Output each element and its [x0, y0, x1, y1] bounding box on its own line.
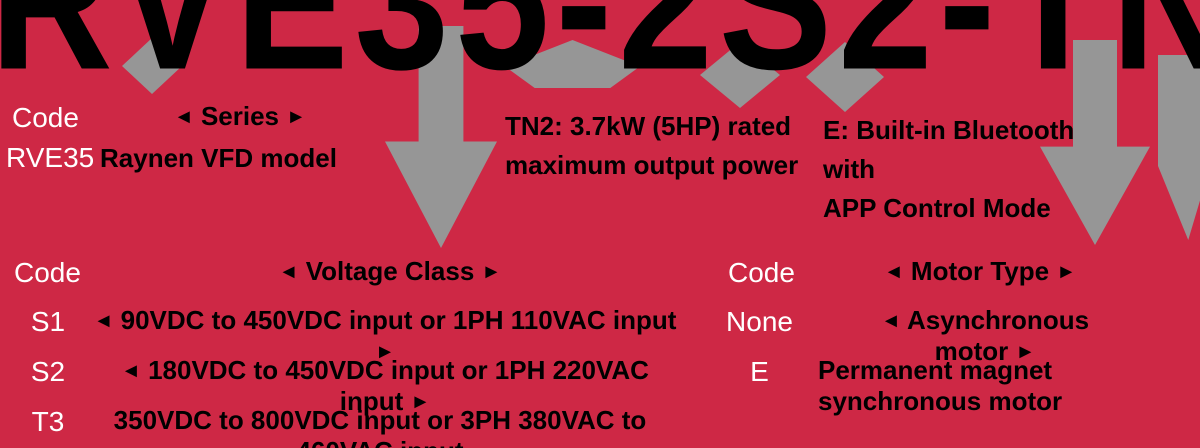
left-arrow-icon: ◄ [883, 261, 904, 283]
control-note-line1: E: Built-in Bluetooth with [823, 115, 1075, 184]
series-label-header: ◄ Series ► [140, 101, 340, 132]
voltage-desc-text: 90VDC to 450VDC input or 1PH 110VAC inpu… [120, 305, 677, 335]
power-note-line2: maximum output power [505, 150, 799, 180]
voltage-row-code: S1 [30, 306, 66, 337]
left-arrow-icon: ◄ [121, 360, 141, 382]
voltage-row-code: T3 [31, 406, 65, 437]
right-arrow-icon: ► [410, 391, 431, 413]
motor-desc-text: Asynchronous motor [907, 305, 1090, 366]
voltage-code-header: Code [14, 257, 81, 288]
right-arrow-icon: ► [375, 341, 395, 363]
motor-code-header: Code [728, 257, 795, 288]
control-note-line2: APP Control Mode [823, 193, 1051, 223]
power-rating-note: TN2: 3.7kW (5HP) rated maximum output po… [505, 107, 815, 185]
left-arrow-icon: ◄ [278, 261, 299, 283]
motor-label-text: Motor Type [910, 256, 1050, 286]
series-label-text: Series [200, 101, 280, 131]
voltage-desc-text: 180VDC to 450VDC input or 1PH 220VAC inp… [148, 355, 649, 416]
voltage-row-desc: ◄ 90VDC to 450VDC input or 1PH 110VAC in… [90, 305, 680, 367]
series-code-header: Code [12, 102, 79, 133]
voltage-row-desc: 350VDC to 800VDC input or 3PH 380VAC to … [113, 405, 647, 448]
control-mode-note: E: Built-in Bluetooth with APP Control M… [823, 111, 1083, 228]
right-arrow-icon: ► [1015, 341, 1036, 363]
voltage-row-desc: ◄ 180VDC to 450VDC input or 1PH 220VAC i… [90, 355, 680, 417]
right-arrow-icon: ► [1056, 261, 1077, 283]
voltage-row-code: S2 [30, 356, 66, 387]
voltage-label-header: ◄ Voltage Class ► [230, 256, 550, 287]
motor-row-code: None [726, 306, 793, 337]
right-arrow-icon: ► [481, 261, 502, 283]
series-row-code: RVE35 [6, 142, 95, 173]
motor-row-code: E [750, 356, 769, 387]
series-row-desc: Raynen VFD model [100, 143, 337, 173]
left-arrow-icon: ◄ [173, 106, 194, 128]
voltage-label-text: Voltage Class [305, 256, 475, 286]
right-arrow-icon: ► [286, 106, 307, 128]
motor-row-desc: Permanent magnet synchronous motor [818, 355, 1063, 416]
motor-row-desc: ◄ Asynchronous motor ► [845, 305, 1125, 367]
power-note-line1: TN2: 3.7kW (5HP) rated [505, 111, 792, 141]
model-number-title: RVE35-2S2-TN2-E [0, 0, 1200, 111]
left-arrow-icon: ◄ [93, 310, 114, 332]
motor-label-header: ◄ Motor Type ► [860, 256, 1100, 287]
left-arrow-icon: ◄ [880, 310, 901, 332]
